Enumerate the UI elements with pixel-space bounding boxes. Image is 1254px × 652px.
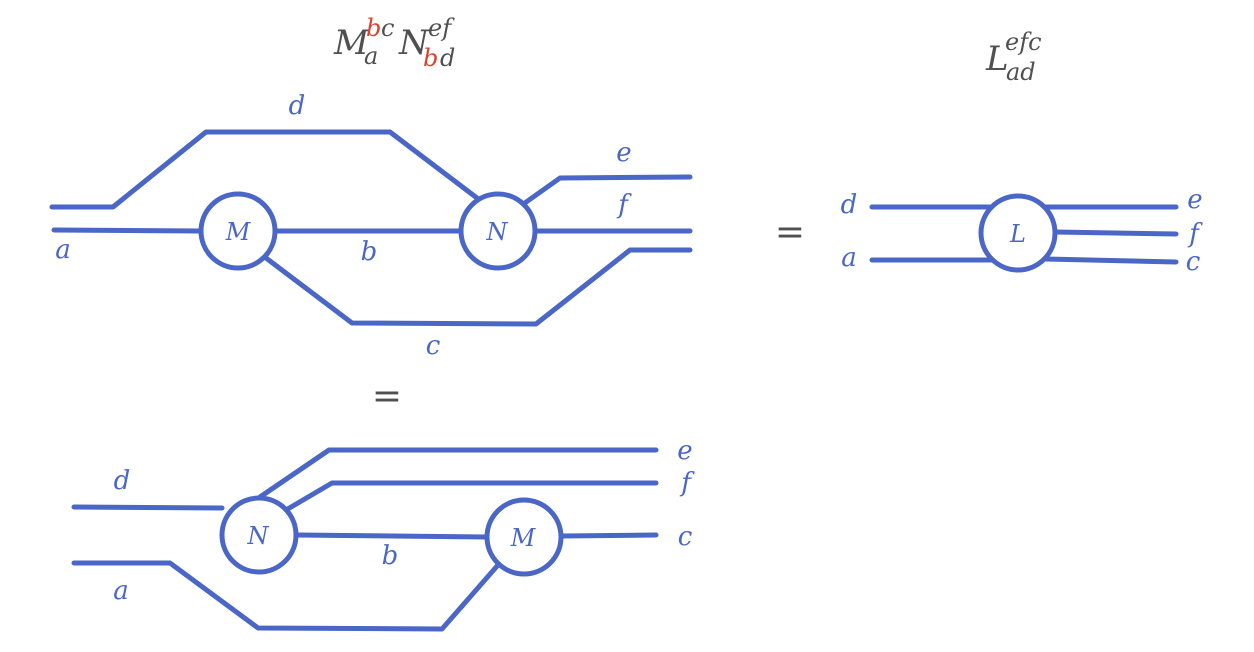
- bottom-label-d: d: [114, 466, 131, 496]
- bottom-label-c: c: [678, 522, 693, 552]
- bottom-wire-a: [71, 560, 501, 632]
- formula-right: L efc ad: [985, 28, 1042, 86]
- top-wire-e: [519, 174, 693, 208]
- formula-l: L: [985, 39, 1009, 79]
- top-diagram: M N d a b c e f: [49, 91, 693, 361]
- bottom-label-a: a: [113, 576, 129, 606]
- top-label-e: e: [616, 138, 631, 168]
- right-label-a: a: [841, 243, 857, 273]
- top-node-n-label: N: [486, 218, 509, 246]
- formula-m-sup-b: b: [366, 14, 381, 42]
- right-label-c: c: [1186, 247, 1201, 277]
- formula-n-sup: ef: [428, 14, 455, 42]
- bottom-label-b: b: [382, 541, 399, 571]
- bottom-diagram: N M d a b e f c: [71, 436, 695, 632]
- right-node-l-label: L: [1009, 220, 1026, 248]
- bottom-wire-e: [257, 447, 659, 500]
- right-wire-c: [1043, 256, 1179, 265]
- top-node-m: [198, 191, 278, 271]
- equals-sign-down: =: [372, 376, 402, 417]
- formula-m: M: [333, 23, 370, 63]
- bottom-label-f: f: [679, 468, 695, 498]
- formula-m-sub: a: [364, 42, 378, 70]
- bottom-node-m: [484, 497, 564, 577]
- top-node-n: [458, 191, 538, 271]
- bottom-node-n: [219, 495, 299, 575]
- top-label-c: c: [426, 331, 441, 361]
- bottom-wire-d: [71, 504, 225, 511]
- top-label-a: a: [55, 235, 71, 265]
- right-node-l: [978, 193, 1058, 273]
- formula-n-sub-d: d: [440, 44, 455, 72]
- right-label-d: d: [841, 190, 858, 220]
- bottom-wire-f: [283, 480, 659, 513]
- right-diagram: L d a e f c: [841, 185, 1204, 277]
- top-wire-d: [49, 129, 480, 210]
- formula-l-sub: ad: [1006, 58, 1036, 86]
- bottom-node-n-label: N: [247, 522, 270, 550]
- bottom-wire-b: [294, 532, 489, 540]
- top-label-f: f: [616, 190, 632, 220]
- bottom-node-m-label: M: [510, 524, 537, 552]
- top-label-d: d: [289, 91, 306, 121]
- right-label-f: f: [1187, 219, 1203, 249]
- top-label-b: b: [361, 237, 378, 267]
- right-wire-f: [1052, 229, 1179, 237]
- formula-n: N: [398, 23, 430, 63]
- right-label-e: e: [1187, 185, 1202, 215]
- bottom-wire-c: [559, 532, 659, 539]
- top-wire-a: [51, 227, 203, 234]
- top-wire-c: [263, 247, 693, 327]
- formula-l-sup: efc: [1005, 28, 1042, 56]
- bottom-label-e: e: [677, 436, 692, 466]
- equals-sign-right: =: [775, 212, 805, 253]
- formula-left: M b c a N ef b d: [333, 14, 455, 72]
- top-node-m-label: M: [225, 218, 252, 246]
- formula-m-sup-c: c: [381, 14, 394, 42]
- formula-n-sub-b: b: [423, 44, 438, 72]
